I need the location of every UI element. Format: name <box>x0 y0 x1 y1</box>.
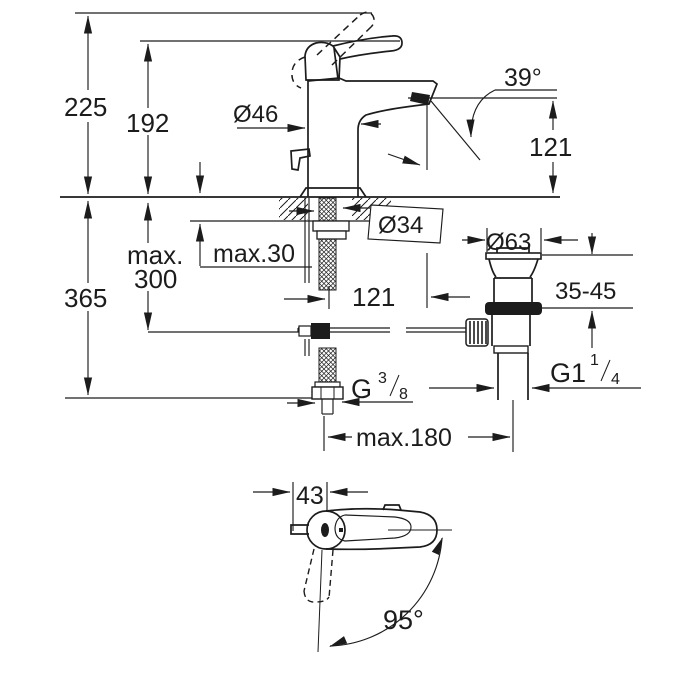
swivel-arc-arrow-bottom <box>329 636 348 647</box>
pull-rod-hole <box>321 523 329 537</box>
label-g114-main: G1 <box>550 358 586 388</box>
supply-hose <box>318 347 337 387</box>
label-max300-line1: max. <box>127 240 183 270</box>
rod-coupler-tab <box>298 325 312 337</box>
dimension-labels: 225 192 365 max. 300 max.30 Ø46 39° 121 … <box>64 64 620 635</box>
stream-line <box>430 100 481 161</box>
faucet-body-outline <box>307 77 439 197</box>
label-depth-365: 365 <box>64 283 107 313</box>
label-g38-sup: 3 <box>378 370 387 387</box>
label-total-height: 225 <box>64 92 107 122</box>
hose-nut <box>311 386 344 400</box>
label-g38-sub: 8 <box>399 386 408 403</box>
label-g38: G 3 8 <box>351 370 408 404</box>
label-height121: 121 <box>529 132 572 162</box>
label-g38-main: G <box>351 374 372 404</box>
label-dia63: Ø63 <box>486 229 531 256</box>
mounting-nut-upper <box>312 220 350 232</box>
knurling <box>469 321 487 344</box>
hose-collar <box>314 381 341 388</box>
reference-lines <box>60 12 633 531</box>
label-dia46: Ø46 <box>233 101 278 128</box>
stream-arrow <box>387 153 421 166</box>
handle-lever-dashed <box>291 11 375 89</box>
faucet-front-view <box>290 11 481 198</box>
threaded-shank <box>318 197 337 291</box>
swivel-arc-arrow-top <box>431 537 443 555</box>
label-reach121: 121 <box>352 282 395 312</box>
handle-lever-solid <box>332 35 403 60</box>
base-flare <box>299 187 367 198</box>
pull-rod-knob <box>290 148 311 171</box>
mounting-assembly <box>297 197 467 415</box>
dimension-lines <box>83 15 641 497</box>
label-width43: 43 <box>296 482 324 510</box>
swivel-arc <box>329 537 443 647</box>
label-max300-line2: 300 <box>134 264 177 294</box>
faucet-top-view <box>290 504 452 653</box>
drain-gasket <box>485 302 542 315</box>
label-angle39: 39° <box>504 64 542 92</box>
handle-knob <box>304 41 341 81</box>
rod-coupler <box>311 323 330 339</box>
drain-rim <box>485 252 542 260</box>
handle-rotated-dashed <box>303 548 334 603</box>
label-g114-sup: 1 <box>590 352 599 369</box>
mounting-nut-lower <box>316 230 347 240</box>
label-angle95: 95° <box>383 605 424 635</box>
label-dia34: Ø34 <box>378 212 423 239</box>
lever-tongue <box>334 514 412 542</box>
label-max30: max.30 <box>213 240 295 268</box>
drain-assembly <box>465 247 542 400</box>
drain-collar <box>493 345 529 354</box>
detail-dot <box>339 528 343 532</box>
dia34-label-box <box>367 204 444 244</box>
label-height-192: 192 <box>126 108 169 138</box>
label-max180: max.180 <box>356 424 452 452</box>
label-g114-sub: 4 <box>611 371 620 388</box>
label-range3545: 35-45 <box>555 278 616 305</box>
aerator <box>410 92 430 105</box>
counter-hatch-left <box>279 198 308 220</box>
label-g114: G1 1 4 <box>550 352 620 388</box>
